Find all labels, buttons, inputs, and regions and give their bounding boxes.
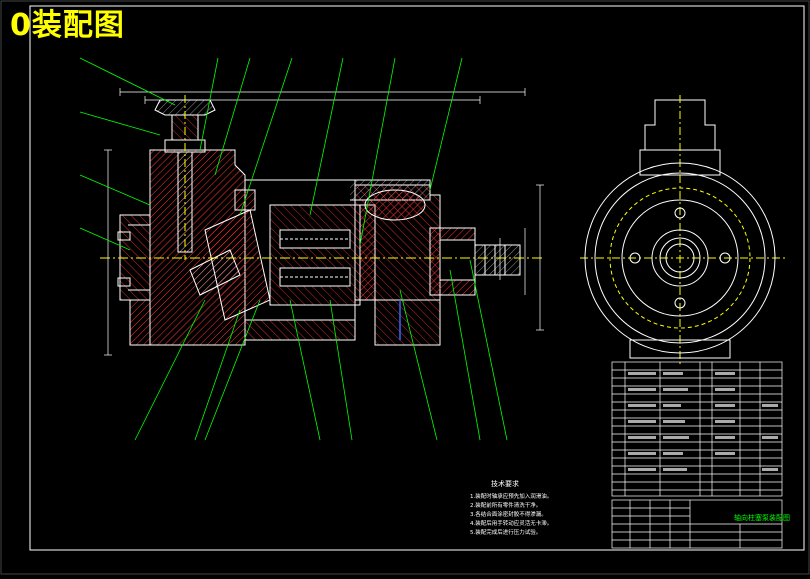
notes-line-3: 3.各结合面涂密封胶不得渗漏。 [470, 510, 547, 518]
parts-list-text [628, 372, 778, 471]
drawing-title: 0装配图 [10, 8, 125, 43]
notes-line-5: 5.装配完成后进行压力试验。 [470, 528, 541, 536]
dimension-lines [104, 88, 544, 356]
technical-notes: 技术要求 1.装配时轴承应预先加入润滑油。 2.装配前所有零件清洗干净。 3.各… [470, 479, 552, 536]
notes-line-2: 2.装配前所有零件清洗干净。 [470, 501, 541, 509]
side-view [580, 95, 785, 365]
sheet-frame [29, 5, 805, 551]
notes-line-4: 4.装配后用手转动应灵活无卡滞。 [470, 519, 552, 527]
leader-lines [79, 57, 508, 441]
title-block [611, 499, 783, 549]
notes-heading: 技术要求 [491, 479, 519, 488]
section-view [100, 95, 545, 346]
parts-list [611, 361, 783, 497]
notes-line-1: 1.装配时轴承应预先加入润滑油。 [470, 492, 552, 500]
title-block-drawing-name: 轴向柱塞泵装配图 [734, 513, 790, 522]
